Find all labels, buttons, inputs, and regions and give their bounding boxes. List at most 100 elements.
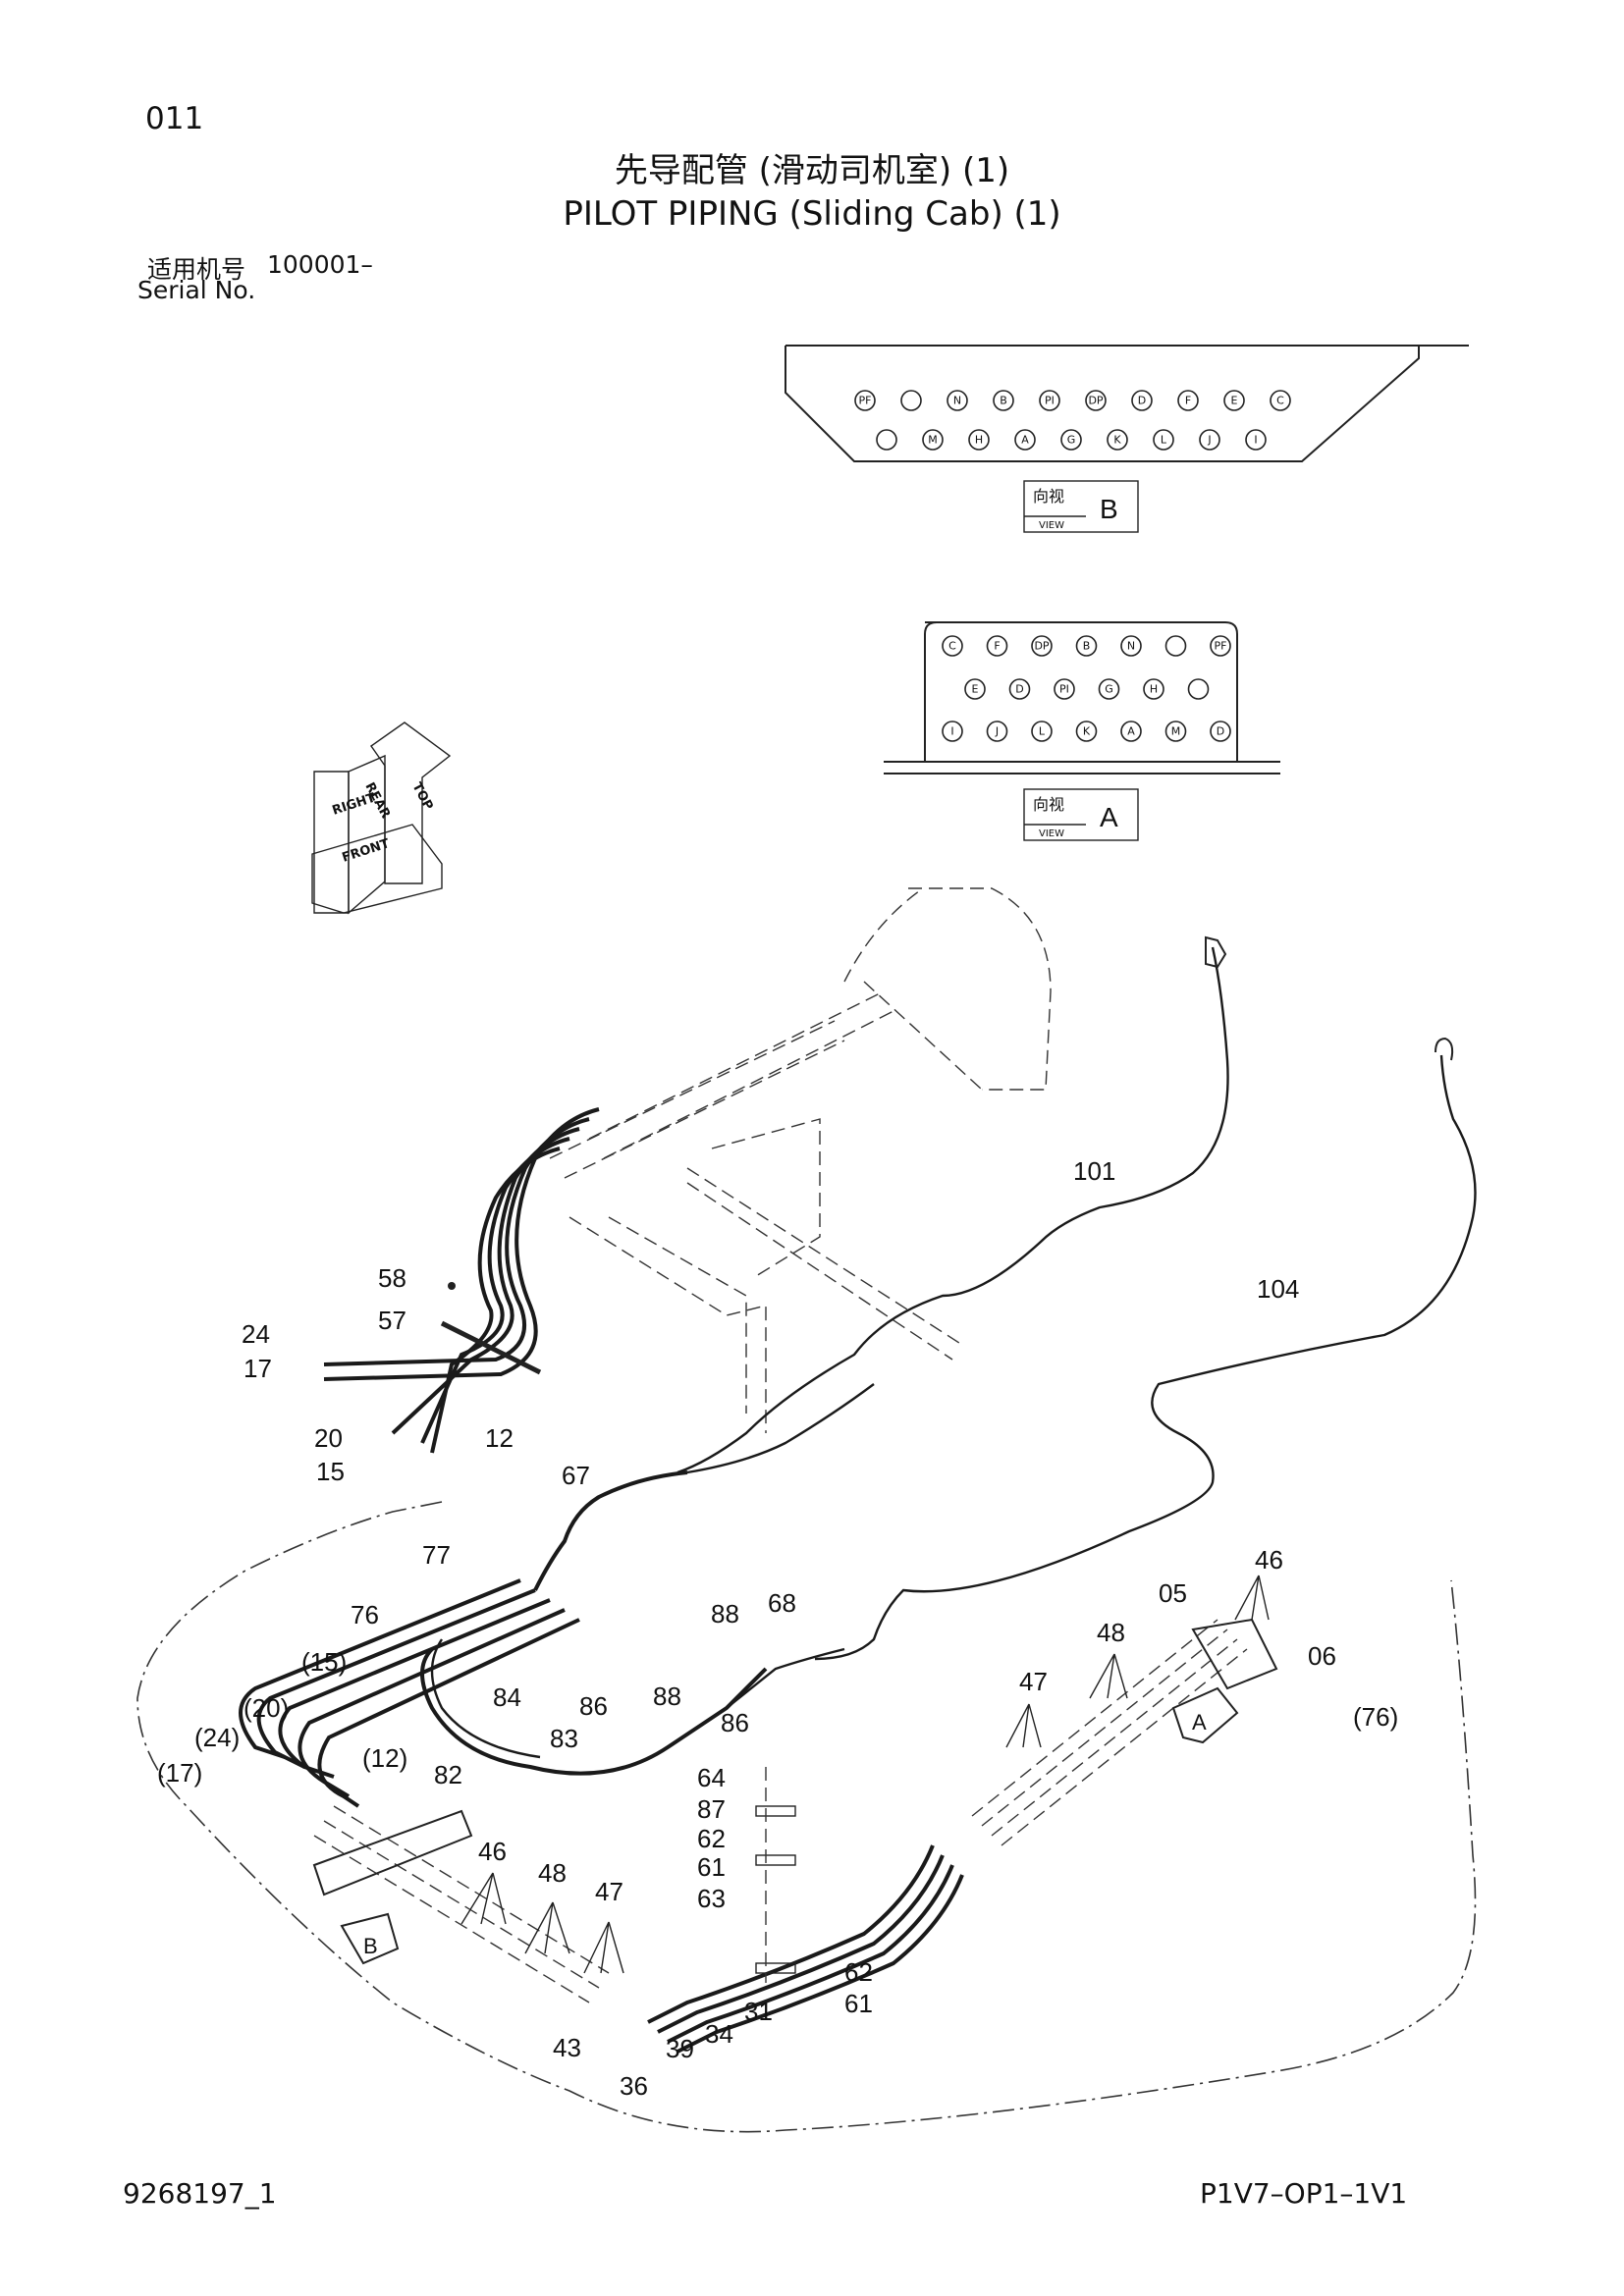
view-b-port-label: DP (1088, 395, 1103, 407)
view-a-port-label: I (950, 725, 953, 738)
title-english: PILOT PIPING (Sliding Cab) (1) (563, 194, 1061, 234)
view-a-port-label: PF (1215, 640, 1227, 653)
orientation-top: TOP (408, 780, 435, 813)
callout-label: 84 (493, 1682, 521, 1712)
view-a-port-label: D (1015, 683, 1023, 696)
view-a-port-label: DP (1034, 640, 1049, 653)
view-a-port-label: N (1127, 640, 1135, 653)
callout-label: 68 (768, 1588, 796, 1618)
callout-label: (20) (244, 1693, 289, 1723)
view-b-port (1085, 390, 1107, 411)
callout-label: 76 (351, 1600, 379, 1629)
view-a-port-label: C (948, 640, 956, 653)
view-b-port (1199, 429, 1220, 451)
view-a-port (1164, 721, 1187, 742)
view-a-port (1031, 721, 1053, 742)
view-a-port-label: PI (1059, 683, 1069, 696)
serial-label-chinese: 适用机号 (147, 255, 246, 284)
view-b-label-cn: 向视 (1033, 487, 1064, 506)
view-a-port (1143, 678, 1164, 700)
page-number: 011 (145, 101, 204, 136)
serial-label-english: Serial No. (137, 276, 256, 304)
serial-number-value: 100001– (267, 250, 373, 279)
view-b-port-label: B (1000, 395, 1007, 407)
view-b-port-label: E (1231, 395, 1238, 407)
view-b-letter: B (1100, 494, 1118, 524)
callout-label: 46 (478, 1837, 507, 1866)
callout-label: 43 (553, 2033, 581, 2062)
view-a-port-label: F (994, 640, 1000, 653)
callout-label: (17) (157, 1758, 202, 1788)
view-a-port-label: G (1105, 683, 1113, 696)
orientation-indicator: REAR TOP RIGHT FRONT (311, 721, 452, 915)
callout-label: 57 (378, 1306, 406, 1335)
callout-label: (24) (194, 1723, 240, 1752)
view-a-port-label: M (1171, 725, 1181, 738)
callout-label: 48 (1097, 1618, 1125, 1647)
view-b-port (900, 390, 922, 411)
view-b-port-label: C (1276, 395, 1284, 407)
drawing-number: 9268197_1 (123, 2177, 277, 2210)
callout-label: 88 (711, 1599, 739, 1629)
callout-label: 61 (844, 1989, 873, 2018)
callout-label: (15) (301, 1647, 347, 1677)
view-b-port-label: PF (859, 395, 872, 407)
view-a-port-label: L (1039, 725, 1046, 738)
callout-label: 47 (1019, 1667, 1048, 1696)
view-a-port (1098, 678, 1120, 700)
view-a-label-cn: 向视 (1033, 795, 1064, 814)
view-a-port (964, 678, 986, 700)
view-b-port-label: M (928, 434, 938, 447)
callout-label: 36 (620, 2071, 648, 2101)
view-a-port-label: B (1083, 640, 1091, 653)
callout-label: 17 (244, 1354, 272, 1383)
page-code: P1V7–OP1–1V1 (1200, 2177, 1408, 2210)
view-a-port-label: K (1083, 725, 1091, 738)
piping-illustration: A B (136, 887, 1477, 2133)
view-a-port (942, 721, 963, 742)
view-b-port (993, 390, 1014, 411)
view-a-port (986, 721, 1008, 742)
callout-label: 58 (378, 1263, 406, 1293)
callout-label: 47 (595, 1877, 623, 1906)
view-a-arrow (1171, 1686, 1239, 1744)
view-b-port-label: H (975, 434, 983, 447)
callout-label: 15 (316, 1457, 345, 1486)
title-chinese: 先导配管 (滑动司机室) (1) (614, 151, 1010, 190)
view-a-port (1075, 721, 1098, 742)
view-b-port (876, 429, 897, 451)
callout-label: 62 (844, 1957, 873, 1987)
callout-label: 86 (579, 1691, 608, 1721)
callout-label: (12) (362, 1743, 407, 1773)
view-b-port-label: A (1021, 434, 1029, 447)
view-b-port (854, 390, 876, 411)
view-b-label-en: VIEW (1039, 520, 1064, 531)
view-b-arrow (340, 1912, 400, 1965)
view-b-port-label: N (953, 395, 961, 407)
view-a-port (1210, 721, 1231, 742)
view-b-port (1107, 429, 1128, 451)
orientation-right: RIGHT (331, 791, 378, 819)
view-b-port (947, 390, 968, 411)
view-b-port (1245, 429, 1267, 451)
view-b-arrow-letter: B (363, 1934, 378, 1958)
view-a-port (1120, 635, 1142, 657)
view-b-port-label: PI (1045, 395, 1055, 407)
callout-label: 39 (666, 2034, 694, 2063)
view-b-port (1014, 429, 1036, 451)
callout-label: 34 (705, 2019, 733, 2049)
callout-label: 64 (697, 1763, 726, 1792)
callout-label: 12 (485, 1423, 514, 1453)
view-b-port-label: G (1067, 434, 1076, 447)
view-a-letter: A (1100, 802, 1118, 832)
callout-label: 67 (562, 1461, 590, 1490)
view-a-port-label: E (972, 683, 979, 696)
callout-label: 77 (422, 1540, 451, 1570)
callout-label: 83 (550, 1724, 578, 1753)
